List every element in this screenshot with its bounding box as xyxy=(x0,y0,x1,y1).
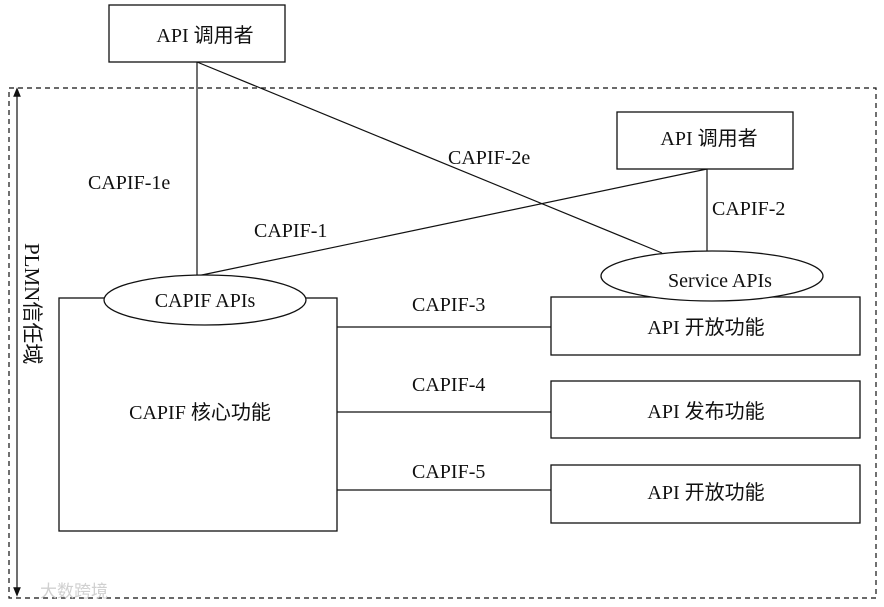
capif-1-line xyxy=(196,168,708,277)
capif-1-label: CAPIF-1 xyxy=(254,220,327,242)
capif-2e-line xyxy=(196,61,663,254)
watermark-text: 大数跨境 xyxy=(40,582,108,602)
capif-apis-label: CAPIF APIs xyxy=(155,290,256,312)
api-publishing-function-label: API 发布功能 xyxy=(647,400,764,423)
capif-core-function-label: CAPIF 核心功能 xyxy=(129,401,271,424)
service-apis-ellipse xyxy=(600,250,824,302)
capif-2-label: CAPIF-2 xyxy=(712,198,785,220)
api-publishing-function-box xyxy=(550,380,861,439)
api-exposing-function-label-1: API 开放功能 xyxy=(647,316,764,339)
capif-5-label: CAPIF-5 xyxy=(412,461,485,483)
trust-domain-label: PLMN信任域 xyxy=(20,243,44,364)
api-invoker-external-box xyxy=(108,4,286,63)
service-apis-label: Service APIs xyxy=(668,270,772,292)
capif-4-label: CAPIF-4 xyxy=(412,374,485,396)
api-exposing-function-label-2: API 开放功能 xyxy=(647,481,764,504)
api-invoker-internal-box xyxy=(616,111,794,170)
capif-2e-label: CAPIF-2e xyxy=(448,147,530,169)
capif-apis-ellipse xyxy=(103,274,307,326)
api-exposing-function-box-2 xyxy=(550,464,861,524)
api-invoker-external-label: API 调用者 xyxy=(156,24,253,47)
capif-core-function-box xyxy=(58,297,338,532)
capif-3-label: CAPIF-3 xyxy=(412,294,485,316)
api-exposing-function-box-1 xyxy=(550,296,861,356)
api-invoker-internal-label: API 调用者 xyxy=(660,127,757,150)
capif-1e-label: CAPIF-1e xyxy=(88,172,170,194)
plmn-trust-domain-boundary xyxy=(8,87,877,599)
